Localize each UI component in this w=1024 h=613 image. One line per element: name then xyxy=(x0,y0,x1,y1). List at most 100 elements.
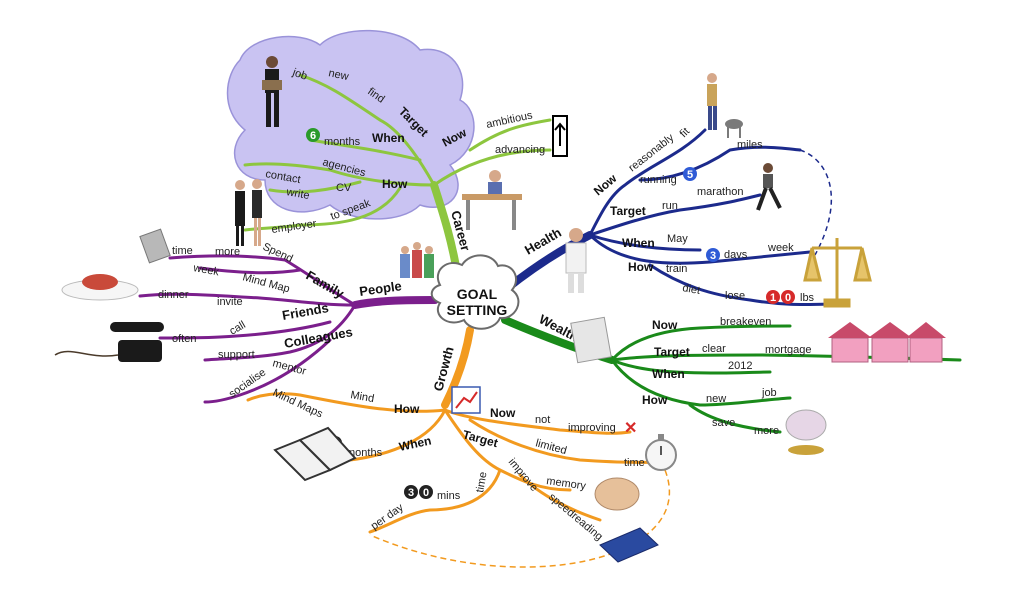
career-job: job xyxy=(290,66,309,83)
stopwatch-icon xyxy=(645,434,677,471)
career-branches xyxy=(243,73,552,232)
growth-time: time xyxy=(624,457,645,469)
growth-mind-maps: Mind Maps xyxy=(271,387,325,421)
telephone-icon xyxy=(54,322,164,362)
health-days: davs xyxy=(724,249,748,261)
handshake-people-icon xyxy=(235,179,262,246)
wealth-save: save xyxy=(712,417,735,429)
wealth-how: How xyxy=(642,393,668,407)
man-with-dog-icon xyxy=(707,73,743,138)
people-spend: Spend xyxy=(261,241,295,265)
wealth-new: new xyxy=(706,393,726,405)
health-days-badge xyxy=(706,248,720,262)
growth-how: How xyxy=(394,402,420,416)
health-lbs: lbs xyxy=(800,292,815,304)
businessman-icon xyxy=(262,56,282,127)
career-cv: CV xyxy=(336,182,352,194)
wealth-mortgage: mortgage xyxy=(765,344,811,356)
growth-branches xyxy=(246,392,662,534)
health-run: run xyxy=(662,200,678,212)
growth-target: Target xyxy=(461,427,499,450)
growth-when: When xyxy=(398,433,433,453)
growth-not: not xyxy=(535,414,550,426)
wealth-now: Now xyxy=(652,318,678,332)
health-running: running xyxy=(640,174,677,186)
wealth-when: When xyxy=(652,367,685,381)
growth-chart-icon xyxy=(451,386,481,414)
scales-icon xyxy=(803,238,872,308)
newspaper-icon xyxy=(570,316,612,364)
houses-icon xyxy=(828,322,946,363)
growth-mind: Mind xyxy=(349,389,375,405)
doctor-icon xyxy=(565,228,587,293)
health-lose-num-2: 0 xyxy=(785,292,791,304)
central-cloud[interactable] xyxy=(430,254,520,330)
people-mentor: mentor xyxy=(271,357,308,378)
career-ambitious: ambitious xyxy=(485,109,534,131)
career-months-badge xyxy=(306,128,320,142)
health-lose-badge-2 xyxy=(781,290,795,304)
wealth-year: 2012 xyxy=(728,360,752,372)
career-advancing: advancing xyxy=(495,144,545,156)
people-more: more xyxy=(215,246,240,258)
wealth-breakeven: breakeven xyxy=(720,316,771,328)
wealth-clear: clear xyxy=(702,343,726,355)
piggy-bank-icon xyxy=(785,409,827,455)
central-title-line1: GOAL xyxy=(457,286,498,302)
runner-icon xyxy=(756,163,782,211)
wealth-target: Target xyxy=(654,345,690,359)
growth-mins-badge-2 xyxy=(419,485,433,499)
growth-mins-badge-1 xyxy=(404,485,418,499)
health-lose: lose xyxy=(725,290,745,302)
watch-icon xyxy=(139,228,171,264)
growth-improving: improving xyxy=(568,422,616,434)
health-running-badge xyxy=(683,167,697,181)
people-mind-map: Mind Map xyxy=(241,271,291,295)
growth-time2: time xyxy=(474,471,489,494)
up-arrow-icon xyxy=(552,115,568,157)
career-how: How xyxy=(382,177,408,191)
people-invite: invite xyxy=(217,296,243,308)
people-family: Family xyxy=(304,268,348,302)
growth-months: months xyxy=(346,447,383,459)
growth-mins-num-2: 0 xyxy=(423,487,429,499)
people-label[interactable]: People xyxy=(358,278,402,299)
health-miles: miles xyxy=(737,139,763,151)
career-employer: employer xyxy=(271,218,318,236)
wealth-job: job xyxy=(761,387,777,399)
health-marathon: marathon xyxy=(697,186,743,198)
career-when: When xyxy=(372,131,405,145)
people-friends: Friends xyxy=(281,300,330,323)
career-months-num: 6 xyxy=(310,130,316,142)
health-lose-num-1: 1 xyxy=(770,292,776,304)
health-train: train xyxy=(666,263,687,275)
career-write: write xyxy=(284,186,310,202)
health-fit: fit xyxy=(678,126,693,141)
health-when: When xyxy=(622,236,655,250)
career-new: new xyxy=(327,67,349,83)
growth-mins: mins xyxy=(437,490,461,502)
health-running-num: 5 xyxy=(687,169,693,181)
growth-dashed-arrow xyxy=(369,469,671,568)
growth-trunk xyxy=(441,326,474,409)
health-diet: diet xyxy=(681,282,701,297)
career-months: months xyxy=(324,136,361,148)
growth-per-day: per day xyxy=(369,501,406,532)
wealth-more: more xyxy=(754,425,779,437)
health-how: How xyxy=(628,260,654,274)
office-desk-icon xyxy=(462,170,522,230)
brain-icon xyxy=(594,477,640,511)
growth-now: Now xyxy=(490,406,516,420)
people-support: support xyxy=(218,349,255,361)
health-days-num: 3 xyxy=(710,250,716,262)
health-lose-badge-1 xyxy=(766,290,780,304)
open-book-icon xyxy=(273,426,357,482)
health-target: Target xyxy=(610,204,646,218)
health-may: May xyxy=(667,233,688,245)
people-often: often xyxy=(172,333,196,345)
career-cloud xyxy=(226,29,475,220)
people-time: time xyxy=(172,245,193,257)
people-branches xyxy=(138,254,357,404)
